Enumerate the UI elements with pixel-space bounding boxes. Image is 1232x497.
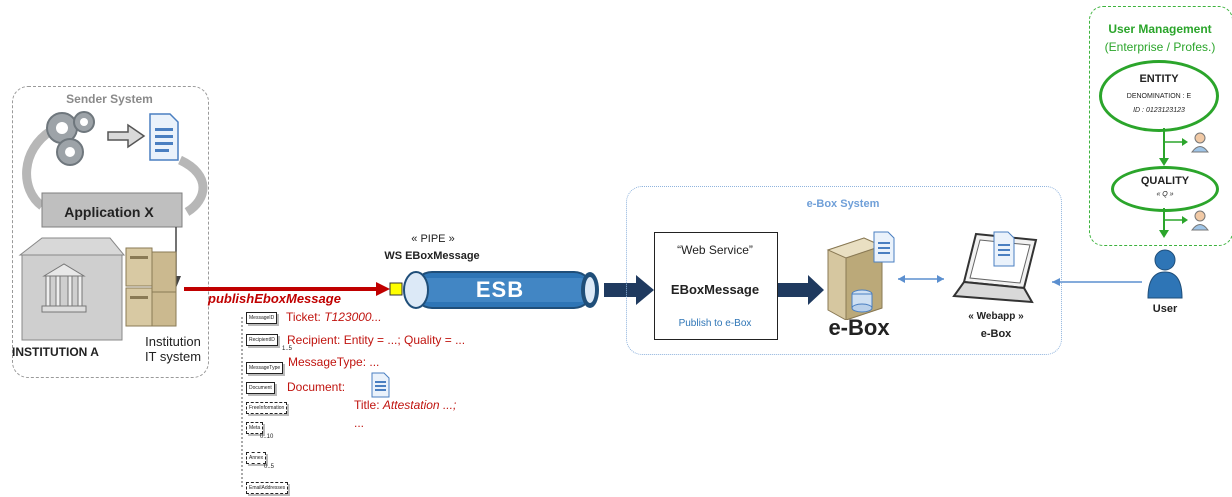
annex-cardinality: 0..5 bbox=[264, 464, 275, 470]
user-person-icon bbox=[1147, 249, 1183, 299]
schema-document-icon bbox=[371, 372, 390, 398]
ebox-system-title: e-Box System bbox=[806, 198, 880, 210]
user-management-box bbox=[1089, 6, 1232, 246]
web-service-action: Publish to e-Box bbox=[678, 318, 752, 329]
document-title-value: Attestation ...; bbox=[382, 398, 457, 412]
publish-method-label: publishEboxMessage bbox=[208, 291, 341, 306]
pipe-port bbox=[389, 282, 403, 296]
ticket-annotation: Ticket: T123000... bbox=[286, 310, 382, 324]
webapp-label: « Webapp » bbox=[968, 311, 1024, 322]
it-system-label: Institution IT system bbox=[138, 334, 208, 364]
gears-icon bbox=[46, 111, 95, 166]
ebox-server-icon bbox=[826, 231, 895, 320]
webapp-laptop-icon bbox=[952, 231, 1038, 304]
it-server-icon bbox=[125, 247, 177, 327]
schema-element-freeinformation: FreeInformation bbox=[246, 402, 288, 414]
application-label: Application X bbox=[64, 204, 154, 220]
schema-element-emailaddresses: EmailAddresses bbox=[246, 482, 289, 494]
web-service-box bbox=[654, 232, 778, 340]
entity-denomination: DENOMINATION : E bbox=[1126, 93, 1192, 100]
ws-eboxmessage-label: WS EBoxMessage bbox=[384, 250, 480, 262]
sender-system-title: Sender System bbox=[66, 92, 153, 106]
quality-value: « Q » bbox=[1156, 191, 1174, 198]
user-management-title: User Management bbox=[1108, 22, 1212, 36]
application-box bbox=[41, 192, 183, 228]
esb-pipe bbox=[403, 271, 599, 309]
gears-to-doc-arrow bbox=[107, 123, 146, 149]
ws-to-server-arrow bbox=[778, 275, 824, 305]
schema-element-recipientid: RecipientID bbox=[246, 334, 278, 346]
pipe-to-ws-arrow bbox=[604, 275, 654, 305]
it-system-label-line2: IT system bbox=[144, 349, 202, 364]
ebox-system-box bbox=[626, 186, 1062, 355]
web-service-title: “Web Service” bbox=[677, 243, 753, 257]
institution-building-icon bbox=[18, 237, 126, 341]
cycle-arrow-right bbox=[177, 155, 208, 216]
entity-id: ID : 0123123123 bbox=[1133, 107, 1185, 114]
document-annotation: Document: bbox=[287, 380, 346, 394]
quality-title: QUALITY bbox=[1140, 175, 1190, 187]
schema-element-document: Document bbox=[246, 382, 275, 394]
it-system-label-line1: Institution bbox=[145, 334, 201, 349]
schema-element-annex: Annex bbox=[246, 452, 267, 464]
ebox-server-label: e-Box bbox=[828, 315, 890, 340]
admin-person-icon-1 bbox=[1191, 132, 1209, 153]
admin-person-icon-2 bbox=[1191, 210, 1209, 231]
schema-element-messagetype: MessageType bbox=[246, 362, 284, 374]
entity-ellipse bbox=[1099, 60, 1219, 132]
cycle-arrow-left bbox=[22, 126, 55, 210]
ticket-annotation-key: Ticket: bbox=[286, 310, 325, 324]
sender-system-graphics bbox=[18, 111, 208, 341]
recipient-cardinality: 1..5 bbox=[282, 346, 293, 352]
document-title-annotation: Title: Attestation ...; bbox=[354, 398, 456, 412]
ticket-annotation-value: T123000... bbox=[324, 310, 382, 324]
document-ellipsis: ... bbox=[354, 416, 365, 430]
user-label: User bbox=[1152, 303, 1178, 315]
recipient-annotation: Recipient: Entity = ...; Quality = ... bbox=[287, 333, 466, 347]
document-icon bbox=[149, 113, 179, 161]
user-management-subtitle: (Enterprise / Profes.) bbox=[1104, 40, 1216, 54]
document-title-key: Title: bbox=[354, 398, 383, 412]
institution-label: INSTITUTION A bbox=[12, 345, 99, 359]
pipe-label: « PIPE » bbox=[411, 233, 455, 245]
esb-label: ESB bbox=[475, 277, 525, 302]
sender-system-box bbox=[12, 86, 209, 378]
meta-cardinality: 0..10 bbox=[260, 434, 274, 440]
schema-element-messageid: MessageID bbox=[246, 312, 278, 324]
webapp-name: e-Box bbox=[980, 328, 1012, 340]
user-management-connectors bbox=[1147, 128, 1209, 299]
entity-title: ENTITY bbox=[1139, 73, 1179, 85]
web-service-name: EBoxMessage bbox=[670, 282, 760, 297]
schema-element-meta: Meta bbox=[246, 422, 264, 434]
messagetype-annotation: MessageType: ... bbox=[288, 355, 380, 369]
